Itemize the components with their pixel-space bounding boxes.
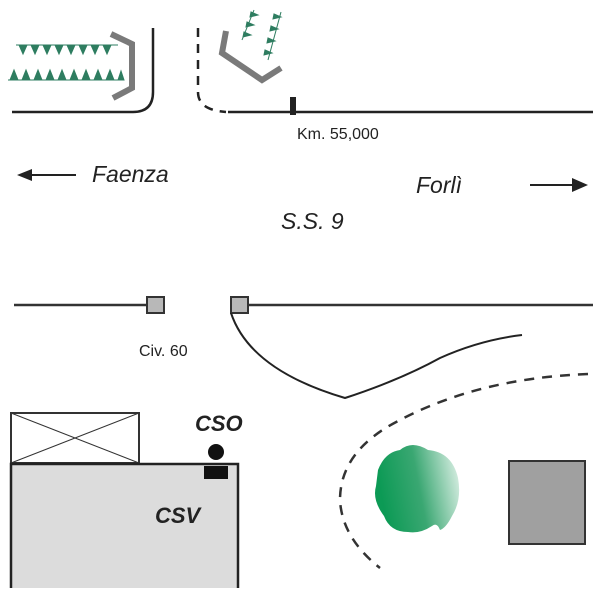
cso-sensor-base — [204, 466, 228, 479]
road-edge-dashed-top — [196, 28, 227, 114]
driveway-edge — [230, 312, 523, 400]
tree-icon — [375, 445, 460, 533]
guardrail-left — [109, 31, 135, 101]
vegetation-left — [8, 44, 125, 81]
road-name-label: S.S. 9 — [281, 208, 344, 234]
gate-pillar-right — [230, 296, 249, 314]
building-csv — [9, 462, 240, 588]
vegetation-right — [241, 9, 283, 61]
arrow-left-icon — [17, 169, 76, 181]
csv-label: CSV — [155, 503, 203, 528]
east-destination-label: Forlì — [416, 172, 462, 198]
house-number-label: Civ. 60 — [139, 343, 188, 360]
gate-pillar-left — [146, 296, 165, 314]
km-marker — [290, 97, 296, 115]
arrow-right-icon — [530, 178, 588, 192]
cso-label: CSO — [195, 411, 243, 436]
annex-crossed-box — [10, 412, 140, 464]
road-edge-top-left — [12, 28, 155, 114]
dashed-path — [338, 372, 589, 569]
equipment-box — [508, 460, 586, 545]
west-destination-label: Faenza — [92, 161, 169, 187]
cso-sensor-dot — [208, 444, 224, 460]
km-label: Km. 55,000 — [297, 126, 379, 143]
guardrail-right — [218, 30, 283, 84]
